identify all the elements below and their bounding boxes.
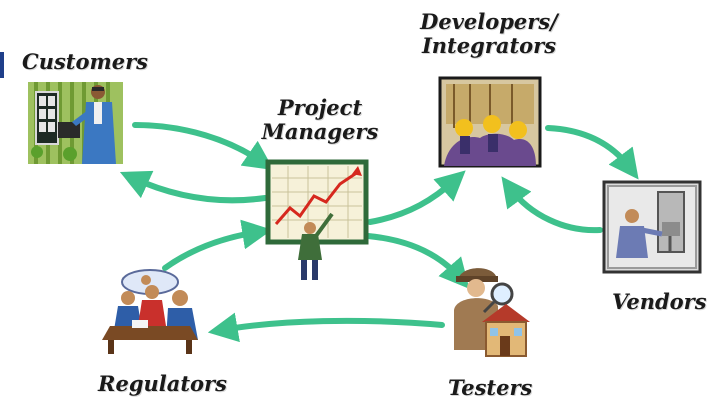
construction-workers-icon — [438, 76, 542, 168]
edge-managers-to-developers — [367, 170, 466, 225]
slide-accent-tab — [0, 52, 4, 78]
testers-label: Testers — [448, 375, 533, 400]
customers-label: Customers — [22, 49, 148, 74]
meeting-at-table-icon — [102, 269, 198, 354]
developers-label: Developers/ Integrators — [414, 10, 564, 58]
project-managers-label: Project Managers — [256, 96, 384, 144]
manager-presenting-chart-icon — [265, 159, 369, 280]
regulators-label: Regulators — [98, 371, 227, 396]
edge-developers-to-vendors — [545, 125, 639, 180]
inspector-magnifying-house-icon — [454, 268, 530, 357]
worker-at-machine-icon — [602, 180, 702, 274]
developers-label-line1: Developers/ — [420, 9, 558, 34]
project-managers-label-line1: Project — [277, 95, 363, 120]
edge-vendors-to-developers — [501, 176, 603, 234]
developers-label-line2: Integrators — [421, 33, 557, 58]
customer-at-door-icon — [28, 82, 123, 164]
vendors-label: Vendors — [612, 289, 707, 314]
project-managers-label-line2: Managers — [261, 119, 379, 144]
edge-customers-to-managers — [132, 122, 274, 171]
edge-managers-to-testers — [365, 233, 470, 289]
edge-managers-to-customers — [119, 170, 268, 204]
edge-regulators-to-managers — [162, 219, 273, 271]
edge-testers-to-regulators — [207, 312, 445, 343]
